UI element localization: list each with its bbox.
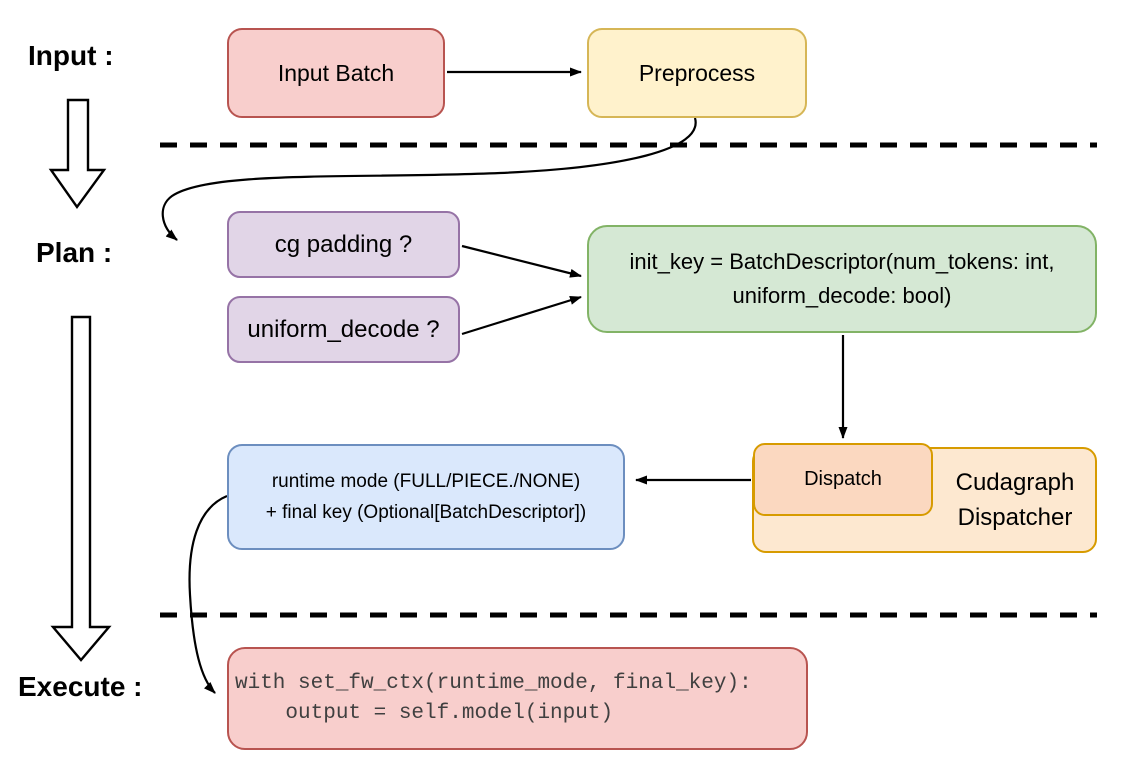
node-preprocess-label: Preprocess (638, 59, 756, 86)
node-dispatch-label: Dispatch (804, 468, 882, 490)
node-dispatch: Dispatch (753, 443, 933, 516)
arrow-uniform-decode-to-init-key (461, 295, 582, 336)
arrow-cg-padding-to-init-key (461, 244, 582, 278)
node-cudagraph-dispatcher-label: Cudagraph Dispatcher (955, 469, 1075, 531)
stage-label-input: Input : (28, 40, 114, 71)
node-execute-code-text: with set_fw_ctx(runtime_mode, final_key)… (235, 671, 752, 725)
node-execute-code: with set_fw_ctx(runtime_mode, final_key)… (227, 647, 808, 750)
arrow-preprocess-to-plan (161, 117, 697, 241)
stage-label-execute: Execute : (18, 671, 143, 702)
node-runtime-result: runtime mode (FULL/PIECE./NONE) + final … (227, 444, 625, 550)
node-init-key: init_key = BatchDescriptor(num_tokens: i… (587, 225, 1097, 333)
node-init-key-label: init_key = BatchDescriptor(num_tokens: i… (629, 249, 1055, 308)
node-input-batch: Input Batch (227, 28, 445, 118)
node-runtime-result-label: runtime mode (FULL/PIECE./NONE) + final … (265, 471, 587, 523)
node-uniform-decode: uniform_decode ? (227, 296, 460, 363)
node-input-batch-label: Input Batch (277, 59, 395, 86)
node-uniform-decode-label: uniform_decode ? (247, 315, 440, 343)
node-cg-padding: cg padding ? (227, 211, 460, 278)
node-cg-padding-label: cg padding ? (274, 230, 413, 258)
arrow-runtime-result-to-execute-code (188, 494, 228, 694)
stage-label-plan: Plan : (36, 237, 113, 268)
stage-arrow-input-to-plan (48, 98, 107, 210)
node-preprocess: Preprocess (587, 28, 807, 118)
stage-arrow-plan-to-execute (50, 315, 112, 662)
